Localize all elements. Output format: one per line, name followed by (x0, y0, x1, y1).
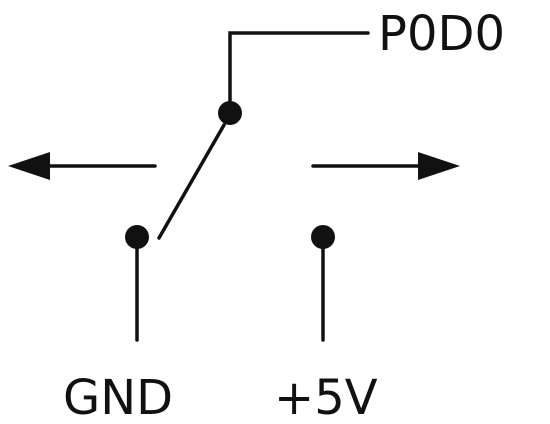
pin-wire (228, 31, 370, 114)
vcc-label: +5V (274, 370, 378, 424)
right-arrowhead (418, 152, 460, 180)
pin-label: P0D0 (378, 6, 505, 62)
left-arrowhead (8, 152, 50, 180)
switch-lever (157, 123, 226, 240)
gnd-label: GND (63, 370, 173, 424)
pivot-contact (218, 101, 242, 125)
